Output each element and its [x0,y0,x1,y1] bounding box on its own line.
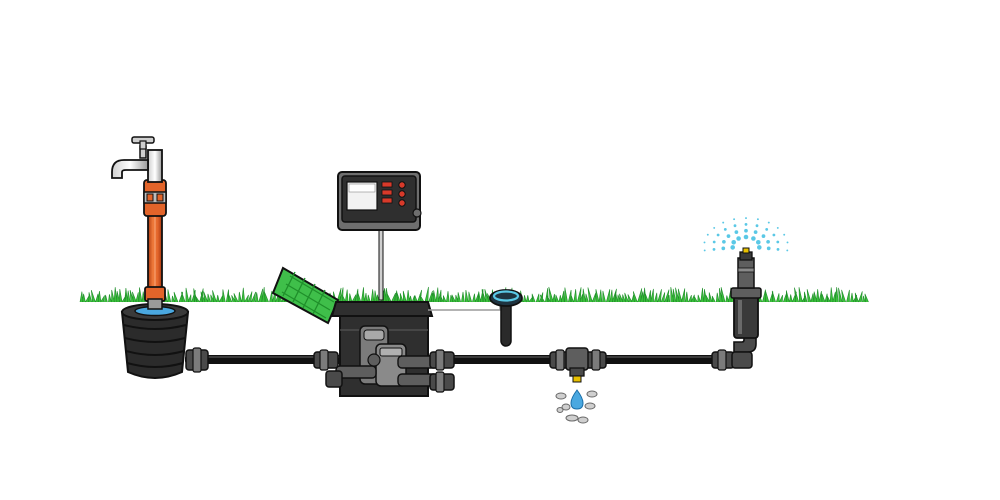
pipe-tee-icon [549,347,607,377]
water-spray [703,217,789,252]
pop-up-sprinkler-icon [730,247,762,369]
soil-moisture-sensor-icon [489,289,523,347]
water-tap-icon [111,136,163,183]
hose-icon [143,179,167,310]
grass-strip [79,286,869,303]
pipe-coupling-right [711,349,735,371]
valve-box-icon [271,266,455,397]
controller-pole [378,227,384,301]
main-pipe [185,355,745,364]
irrigation-controller-icon [337,171,422,231]
dripper-icon [555,375,598,424]
water-well-icon [120,303,190,379]
pipe-coupling-left [185,347,209,373]
sensor-cable [428,302,501,311]
